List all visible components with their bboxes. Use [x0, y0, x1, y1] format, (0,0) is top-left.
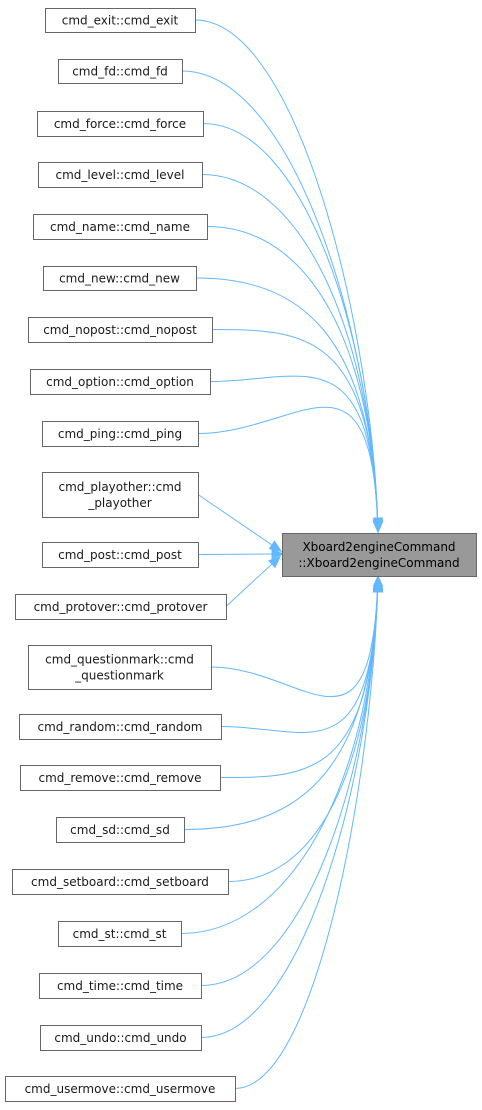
caller-node-cmd-questionmark[interactable]: cmd_questionmark::cmd_questionmark	[28, 645, 212, 690]
node-box	[28, 317, 213, 343]
caller-node-cmd-name[interactable]: cmd_name::cmd_name	[33, 214, 208, 240]
node-box	[42, 542, 199, 568]
node-box	[45, 8, 196, 33]
node-label: cmd_time::cmd_time	[57, 979, 183, 993]
caller-node-cmd-new[interactable]: cmd_new::cmd_new	[43, 266, 197, 291]
caller-node-cmd-exit[interactable]: cmd_exit::cmd_exit	[45, 8, 196, 33]
node-box	[42, 421, 199, 447]
caller-node-cmd-nopost[interactable]: cmd_nopost::cmd_nopost	[28, 317, 213, 343]
arrowhead	[372, 520, 384, 533]
call-edge	[180, 580, 379, 934]
caller-node-cmd-undo[interactable]: cmd_undo::cmd_undo	[40, 1025, 202, 1051]
call-edge	[206, 226, 379, 532]
node-box	[33, 214, 208, 240]
caller-node-cmd-random[interactable]: cmd_random::cmd_random	[19, 714, 222, 740]
call-edge	[194, 19, 379, 529]
caller-node-cmd-time[interactable]: cmd_time::cmd_time	[39, 973, 202, 999]
caller-node-cmd-force[interactable]: cmd_force::cmd_force	[37, 111, 204, 137]
caller-node-cmd-fd[interactable]: cmd_fd::cmd_fd	[58, 59, 183, 84]
node-label: cmd_force::cmd_force	[54, 117, 186, 131]
caller-edges	[180, 19, 384, 1089]
caller-node-cmd-sd[interactable]: cmd_sd::cmd_sd	[56, 817, 185, 843]
caller-node-cmd-option[interactable]: cmd_option::cmd_option	[30, 369, 211, 395]
call-edge	[210, 575, 379, 698]
node-label: cmd_fd::cmd_fd	[72, 65, 168, 79]
call-edge	[219, 578, 379, 779]
call-edge	[209, 375, 379, 533]
call-edge	[195, 277, 379, 532]
node-label: cmd_protover::cmd_protover	[34, 600, 208, 614]
node-label: cmd_setboard::cmd_setboard	[31, 875, 209, 889]
node-label: cmd_undo::cmd_undo	[54, 1031, 186, 1045]
node-box	[5, 1076, 236, 1102]
node-box	[282, 533, 477, 577]
caller-node-cmd-usermove[interactable]: cmd_usermove::cmd_usermove	[5, 1076, 236, 1102]
arrowhead	[268, 555, 282, 569]
arrowhead	[268, 540, 283, 552]
node-box	[15, 594, 227, 620]
call-edge	[181, 70, 379, 531]
node-box	[56, 817, 185, 843]
node-label: cmd_post::cmd_post	[58, 548, 182, 562]
node-box	[40, 1025, 202, 1051]
node-label: cmd_level::cmd_level	[56, 168, 185, 182]
caller-node-cmd-setboard[interactable]: cmd_setboard::cmd_setboard	[12, 869, 229, 895]
node-box	[30, 369, 211, 395]
caller-node-cmd-st[interactable]: cmd_st::cmd_st	[58, 921, 182, 947]
call-edge	[202, 123, 379, 531]
node-box	[58, 59, 183, 84]
node-label: cmd_st::cmd_st	[73, 927, 167, 941]
node-box	[19, 714, 222, 740]
node-box	[37, 111, 204, 137]
node-label: _questionmark	[74, 669, 164, 683]
node-label: cmd_questionmark::cmd	[45, 653, 194, 667]
node-box	[38, 162, 203, 188]
arrowhead	[372, 580, 384, 593]
node-label: cmd_sd::cmd_sd	[70, 823, 170, 837]
caller-node-cmd-remove[interactable]: cmd_remove::cmd_remove	[20, 765, 221, 791]
node-label: ::Xboard2engineCommand	[298, 556, 459, 570]
node-label: cmd_name::cmd_name	[50, 220, 190, 234]
caller-node-cmd-level[interactable]: cmd_level::cmd_level	[38, 162, 203, 188]
call-edge	[227, 579, 379, 882]
node-box	[28, 645, 212, 690]
call-edge	[200, 581, 379, 1038]
node-box	[42, 472, 199, 518]
caller-node-cmd-playother[interactable]: cmd_playother::cmd_playother	[42, 472, 199, 518]
call-edge	[211, 329, 379, 533]
node-label: cmd_option::cmd_option	[46, 375, 194, 389]
node-box	[58, 921, 182, 947]
node-label: cmd_new::cmd_new	[59, 272, 180, 286]
node-label: cmd_ping::cmd_ping	[58, 427, 182, 441]
call-edge	[225, 563, 273, 607]
node-box	[43, 266, 197, 291]
call-edge	[183, 579, 379, 830]
node-label: Xboard2engineCommand	[302, 540, 455, 554]
node-label: cmd_remove::cmd_remove	[38, 771, 201, 785]
caller-node-cmd-protover[interactable]: cmd_protover::cmd_protover	[15, 594, 227, 620]
node-label: cmd_nopost::cmd_nopost	[43, 323, 197, 337]
node-label: cmd_usermove::cmd_usermove	[25, 1082, 216, 1096]
node-label: cmd_exit::cmd_exit	[62, 14, 179, 28]
call-edge	[197, 406, 379, 532]
call-edge	[197, 494, 273, 546]
caller-node-cmd-ping[interactable]: cmd_ping::cmd_ping	[42, 421, 199, 447]
node-box	[39, 973, 202, 999]
node-label: cmd_playother::cmd	[58, 480, 181, 494]
target-node-xboard2enginecommand[interactable]: Xboard2engineCommand::Xboard2engineComma…	[282, 533, 477, 577]
caller-nodes: cmd_exit::cmd_exitcmd_fd::cmd_fdcmd_forc…	[5, 8, 477, 1102]
arrowhead	[271, 548, 285, 560]
node-label: cmd_random::cmd_random	[38, 720, 203, 734]
caller-node-cmd-post[interactable]: cmd_post::cmd_post	[42, 542, 199, 568]
call-edge	[234, 581, 379, 1089]
call-edge	[220, 577, 379, 733]
node-box	[12, 869, 229, 895]
node-label: _playother	[87, 496, 151, 510]
call-edge	[200, 581, 379, 986]
node-box	[20, 765, 221, 791]
call-edge	[197, 553, 273, 555]
